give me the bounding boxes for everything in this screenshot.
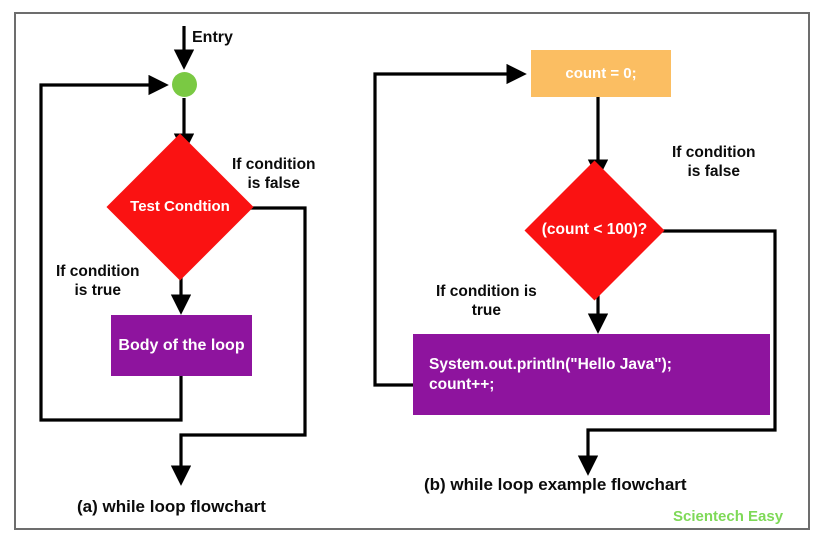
decision-node-b[interactable]: (count < 100)? — [524, 160, 665, 301]
label-a-true: If condition is true — [56, 263, 140, 300]
init-node-b[interactable]: count = 0; — [531, 50, 671, 97]
process-label-a: Body of the loop — [118, 336, 245, 354]
process-node-a[interactable]: Body of the loop — [111, 315, 252, 376]
process-label-b: System.out.println("Hello Java"); count+… — [429, 355, 672, 394]
process-line1-b: System.out.println("Hello Java"); — [429, 356, 672, 374]
decision-label-b: (count < 100)? — [541, 221, 648, 239]
label-a-false: If condition is false — [232, 156, 316, 193]
label-b-false: If condition is false — [672, 144, 756, 181]
caption-a: (a) while loop flowchart — [77, 497, 266, 516]
caption-b: (b) while loop example flowchart — [424, 475, 687, 494]
process-node-b[interactable]: System.out.println("Hello Java"); count+… — [413, 334, 770, 415]
start-circle-a — [172, 72, 197, 97]
process-line2-b: count++; — [429, 375, 495, 393]
entry-label: Entry — [192, 29, 233, 46]
watermark-scientech-easy: Scientech Easy — [673, 508, 784, 525]
decision-label-a: Test Condtion — [130, 198, 230, 215]
label-b-true: If condition is true — [436, 283, 537, 320]
init-label-b: count = 0; — [565, 65, 637, 82]
decision-node-a[interactable]: Test Condtion — [106, 133, 254, 281]
